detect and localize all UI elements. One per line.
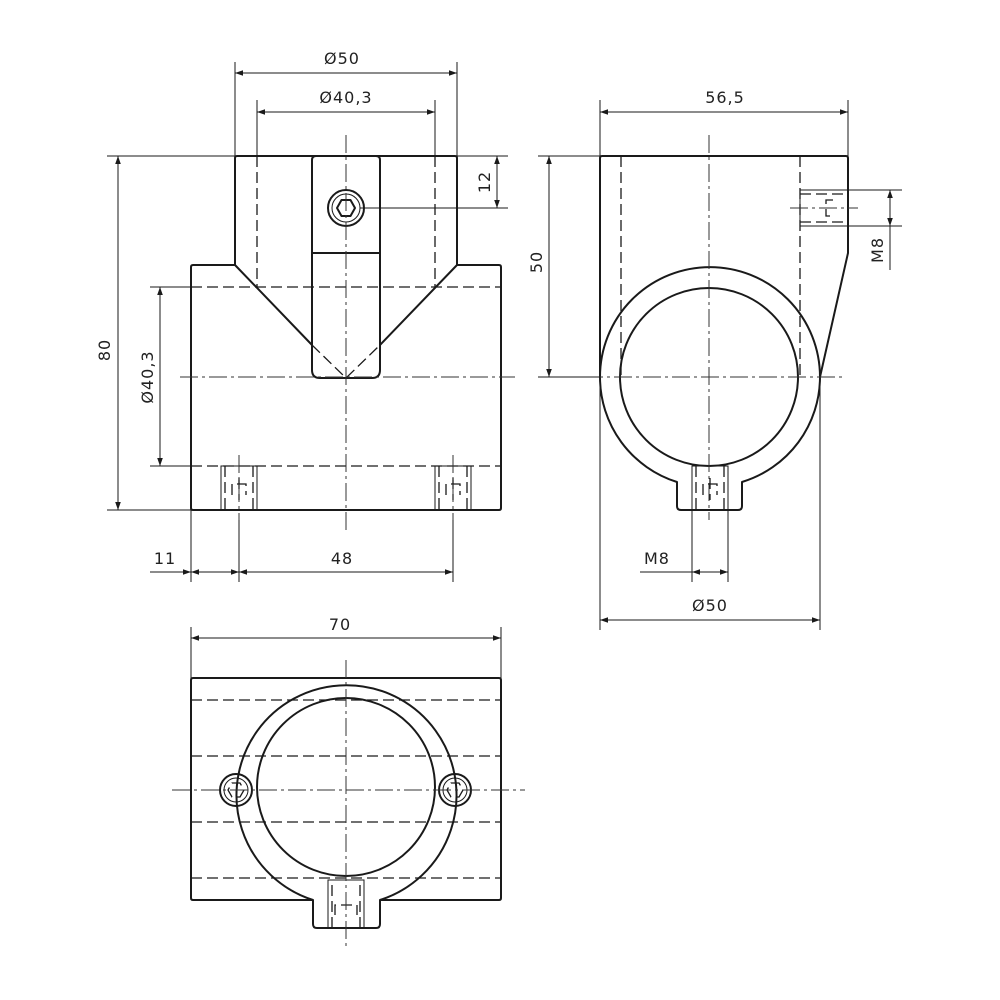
dim-height: 80 (95, 339, 114, 361)
dim-thread-side: M8 (868, 237, 887, 263)
dim-thread-bottom: M8 (644, 549, 670, 568)
dim-outer-diameter: Ø50 (324, 49, 360, 68)
dim-edge-offset: 11 (154, 549, 176, 568)
bottom-view: 70 (172, 615, 525, 950)
dim-center-height: 50 (527, 251, 546, 273)
dim-side-outer-diameter: Ø50 (692, 596, 728, 615)
dim-screw-offset: 12 (475, 171, 494, 193)
side-view: 56,5 50 M8 M8 Ø50 (527, 88, 902, 630)
dim-inner-diameter-side: Ø40,3 (138, 350, 157, 403)
front-view: Ø50 Ø40,3 12 80 Ø40,3 11 48 (95, 49, 515, 582)
threaded-hole-bottom (691, 465, 729, 511)
threaded-hole-side (790, 189, 858, 227)
dim-inner-diameter-top: Ø40,3 (319, 88, 372, 107)
dim-hole-spacing: 48 (331, 549, 353, 568)
dim-depth: 56,5 (705, 88, 745, 107)
dim-width: 70 (329, 615, 351, 634)
